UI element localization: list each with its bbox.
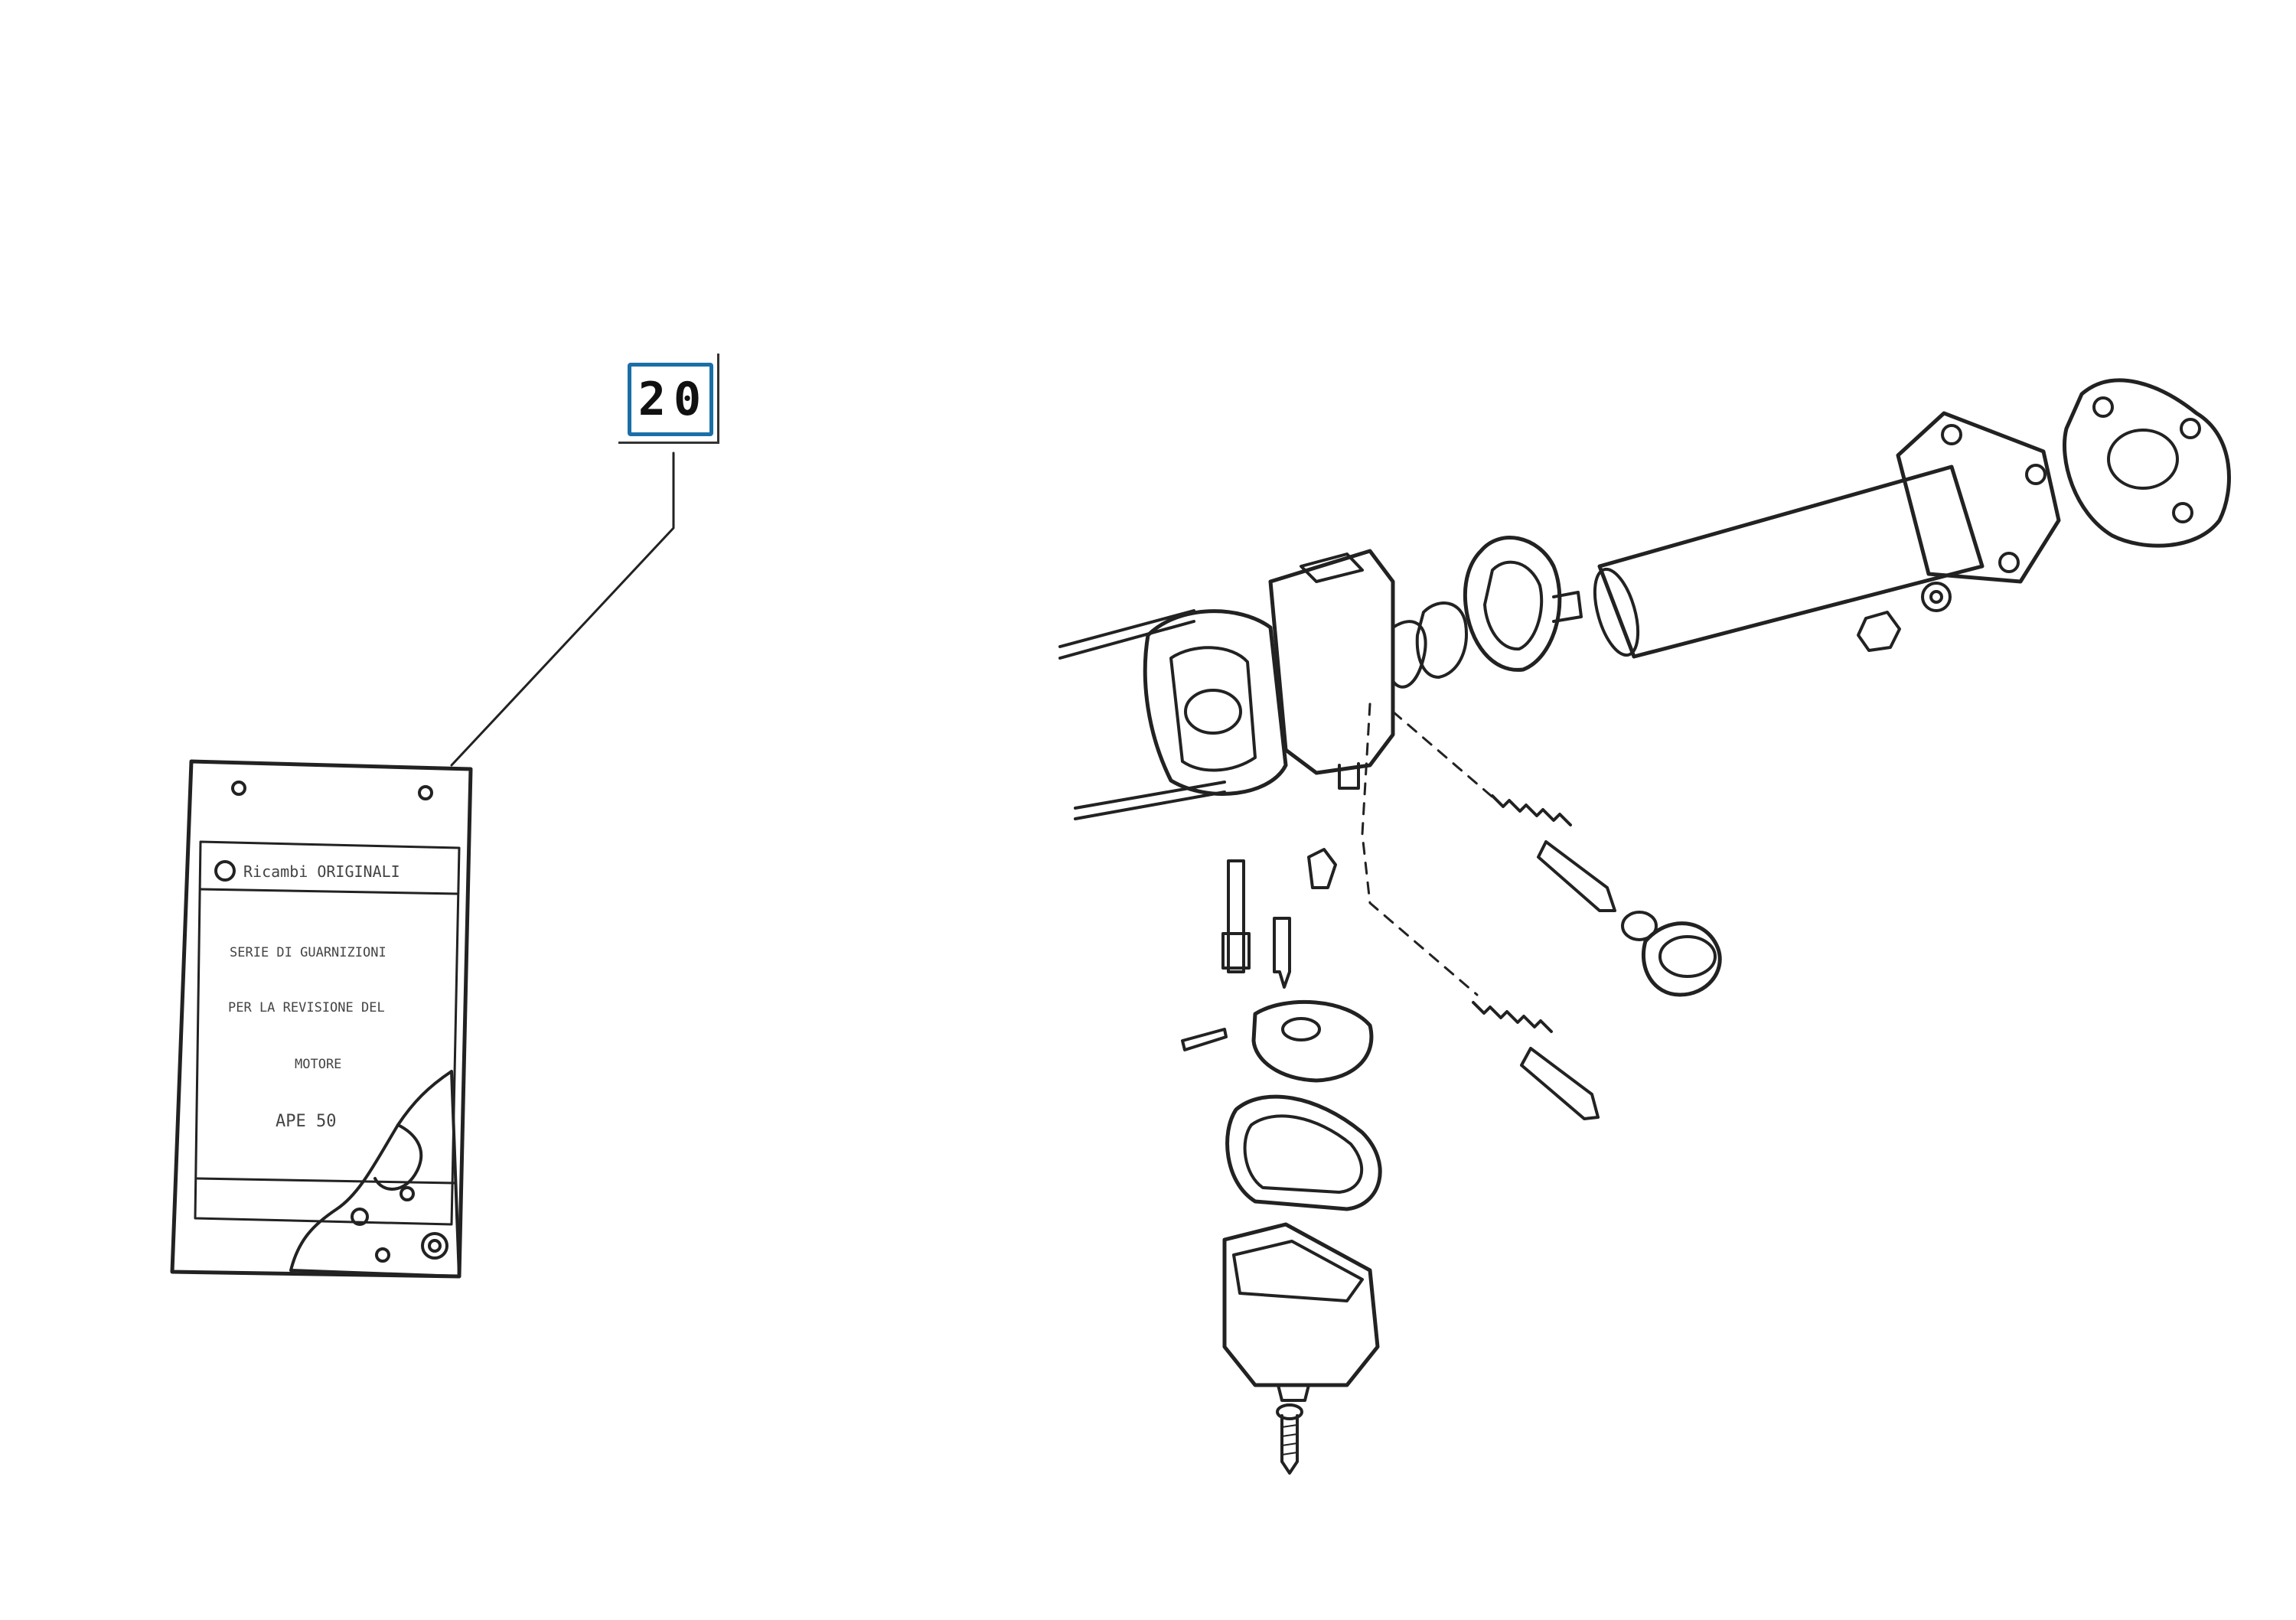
assembly-guide-2 — [1391, 710, 1502, 805]
flange-gasket-center — [2107, 429, 2179, 490]
jet-needle — [1273, 917, 1291, 989]
booklet-label-panel — [194, 840, 461, 1226]
small-fitting — [1307, 848, 1337, 889]
washer — [1921, 582, 1952, 612]
flange-gasket[interactable] — [2063, 378, 2231, 548]
idle-screw-shaft — [1520, 1047, 1600, 1120]
jet-holder-base — [1221, 932, 1251, 970]
intake-manifold[interactable] — [1587, 411, 2061, 660]
adjustment-cap[interactable] — [1621, 911, 1722, 997]
gasket-peek-hole-2 — [400, 1186, 415, 1201]
intake-clamp[interactable] — [1415, 536, 1583, 679]
carburetor-float[interactable] — [1251, 999, 1374, 1083]
choke-cable — [1074, 781, 1226, 820]
brand-logo-icon — [214, 860, 236, 882]
bowl-screw-head — [1276, 1403, 1303, 1420]
booklet-header: Ricambi ORIGINALI — [243, 862, 400, 881]
torn-corner — [289, 1070, 461, 1278]
gasket-peek-ring — [421, 1232, 448, 1260]
float-bowl-gasket[interactable] — [1225, 1094, 1382, 1211]
gasket-hole-1 — [2092, 396, 2114, 418]
bowl-screw[interactable] — [1276, 1403, 1303, 1475]
intake-gasket-ring — [1415, 601, 1468, 679]
float-pin — [1181, 1028, 1228, 1051]
throttle-cable — [1058, 609, 1195, 660]
booklet-line-2: PER LA REVISIONE DEL — [228, 1000, 385, 1015]
idle-screw[interactable] — [1472, 1001, 1600, 1120]
mixture-spring — [1491, 794, 1572, 826]
booklet-text-group: Ricambi ORIGINALI SERIE DI GUARNIZIONI P… — [228, 862, 400, 1131]
clamp-tab — [1552, 591, 1583, 623]
mixture-screw[interactable] — [1491, 794, 1616, 912]
bowl-gasket-inner — [1243, 1114, 1364, 1194]
mixture-screw-shaft — [1537, 840, 1616, 912]
nut-and-washer[interactable] — [1857, 582, 1952, 652]
clamp-ring-inner — [1483, 560, 1544, 651]
manifold-pipe-mouth — [1593, 567, 1640, 657]
gasket-kit-booklet[interactable] — [170, 759, 473, 1279]
gasket-peek-hole-3 — [375, 1247, 390, 1263]
manifold-flange — [1896, 411, 2061, 584]
cap-top — [1658, 935, 1717, 978]
booklet-outline — [170, 759, 473, 1279]
clamp-ring — [1463, 536, 1562, 672]
main-jet[interactable] — [1181, 848, 1337, 1051]
booklet-header-rule — [199, 888, 459, 895]
assembly-guide-1 — [1361, 702, 1479, 996]
booklet-hole-right — [418, 785, 433, 800]
carburetor-body — [1268, 549, 1395, 775]
bowl-gasket-outer — [1225, 1094, 1382, 1211]
nut — [1857, 611, 1901, 652]
gasket-hole-3 — [2172, 502, 2193, 523]
bowl-rim — [1232, 1240, 1364, 1302]
air-filter-inner — [1169, 646, 1257, 772]
booklet-line-3: MOTORE — [295, 1057, 341, 1072]
jet-holder — [1227, 859, 1245, 973]
bowl-body — [1222, 1222, 1380, 1387]
cap-body — [1641, 921, 1722, 997]
bowl-screw-threads — [1281, 1424, 1298, 1455]
booklet-hole-left — [231, 781, 246, 796]
manifold-pipe — [1597, 464, 1985, 659]
carburetor-assembly[interactable] — [1058, 549, 1427, 820]
cap-ring — [1621, 911, 1658, 941]
air-filter-port — [1184, 689, 1242, 735]
callout-badge-shadow — [618, 354, 719, 444]
booklet-line-4: APE 50 — [276, 1112, 336, 1131]
gasket-peek-1 — [373, 1123, 423, 1191]
idle-spring — [1472, 1001, 1553, 1033]
float-body — [1251, 999, 1374, 1083]
bowl-lug — [1277, 1384, 1310, 1402]
booklet-line-1: SERIE DI GUARNIZIONI — [230, 945, 386, 960]
callout-badge-20[interactable]: 20 — [628, 363, 713, 436]
float-bowl[interactable] — [1222, 1222, 1380, 1402]
carburetor-top — [1300, 552, 1364, 583]
gasket-hole-2 — [2180, 418, 2201, 439]
booklet-footer-rule — [196, 1177, 456, 1185]
washer-hole — [1929, 590, 1943, 604]
flange-gasket-outline — [2063, 378, 2231, 548]
carburetor-outlet — [1391, 620, 1427, 689]
carburetor-nozzle — [1338, 762, 1360, 790]
flange-bolt-hole-3 — [1998, 552, 2020, 573]
gasket-peek-ring-inner — [428, 1239, 442, 1253]
float-detail — [1281, 1017, 1321, 1041]
flange-bolt-hole-2 — [2025, 464, 2047, 485]
gasket-peek-hole-1 — [351, 1208, 369, 1226]
flange-bolt-hole-1 — [1941, 424, 1962, 445]
air-filter-housing — [1143, 609, 1288, 796]
callout-leader-line — [450, 451, 675, 767]
